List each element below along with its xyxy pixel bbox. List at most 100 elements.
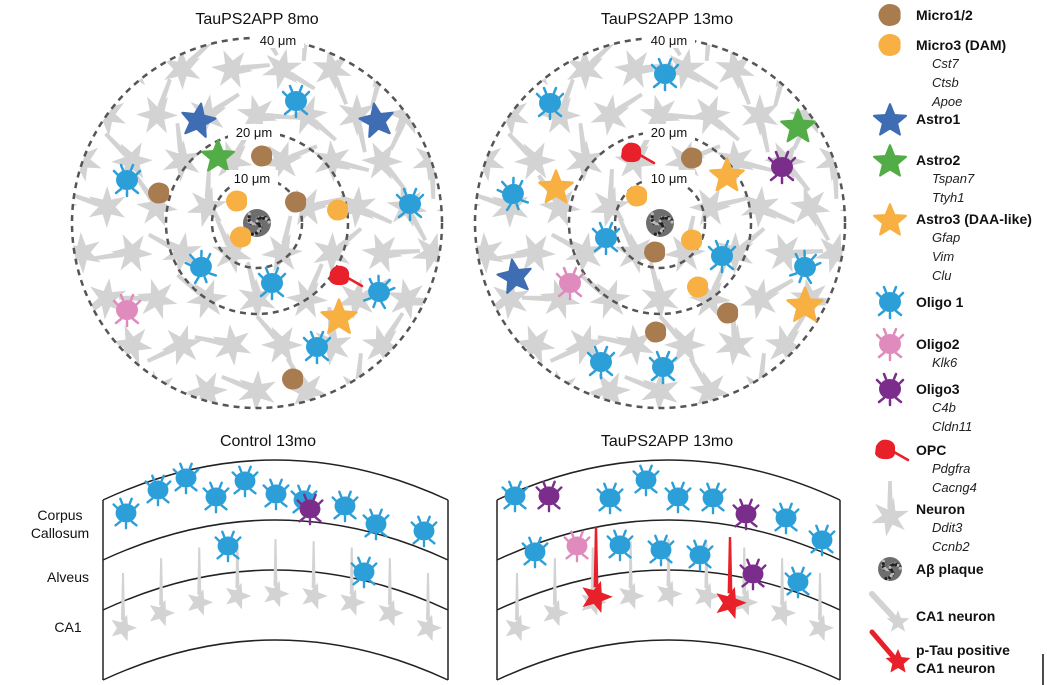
band-outline: [102, 459, 449, 681]
ca1-neuron-icon: [111, 573, 137, 642]
neuron-icon: [361, 50, 403, 107]
legend-name: Aβ plaque: [916, 561, 984, 577]
legend-gene: Cst7: [932, 56, 960, 71]
oligodendrocyte-oligo1: [586, 345, 616, 380]
oligodendrocyte-oligo1: [202, 481, 230, 514]
neuron-icon: [497, 234, 556, 272]
legend-item: Astro1: [872, 103, 961, 136]
neuron-icon: [436, 187, 442, 227]
region-label-alveus: Alveus: [47, 569, 89, 585]
neuron-icon: [422, 94, 442, 136]
neuron-icon: [330, 38, 377, 53]
neuron-icon: [475, 324, 504, 383]
cells: [112, 462, 438, 589]
neuron-icon: [514, 38, 556, 89]
cells: [112, 84, 425, 390]
oligodendrocyte-oligo1: [262, 478, 290, 511]
opc-icon: [329, 265, 364, 288]
legend-name: Micro3 (DAM): [916, 37, 1006, 53]
neuron-icon: [87, 38, 127, 44]
oligodendrocyte-oligo3: [739, 558, 767, 591]
astrocyte-astro3: [709, 157, 745, 192]
neuron-icon: [475, 280, 481, 318]
neuron-icon: [764, 50, 806, 107]
neuron-icon: [665, 48, 719, 91]
neuron-icon: [764, 312, 808, 366]
panel-title-top-right: TauPS2APP 13mo: [601, 11, 733, 28]
legend-name: Oligo3: [916, 381, 960, 397]
neuron-icon: [624, 370, 679, 408]
oligodendrocyte-oligo1: [281, 84, 311, 119]
neuron-icon: [689, 188, 748, 226]
legend-name: Oligo2: [916, 336, 960, 352]
neuron-icon: [72, 95, 78, 135]
astrocyte-astro1: [181, 102, 217, 138]
plaque-icon: [878, 557, 902, 581]
neuron-icon: [261, 215, 303, 273]
neuron-icon: [194, 324, 252, 366]
oligodendrocyte-oligo1: [112, 497, 140, 530]
neuron-icon: [411, 325, 442, 365]
neuron-icon: [790, 361, 838, 408]
oligodendrocyte-icon: [875, 285, 905, 320]
microglia-micro3: [327, 199, 349, 221]
region-label-corpus: Corpus: [37, 507, 82, 523]
neuron-icon: [764, 233, 824, 273]
oligodendrocyte-oligo1: [362, 508, 390, 541]
microglia-icon: [878, 33, 901, 57]
legend-gene: CA1 neuron: [916, 660, 995, 676]
neuron-icon: [94, 234, 153, 272]
legend-item: Oligo 1: [875, 285, 964, 320]
neuron-icon: [437, 38, 442, 44]
oligodendrocyte-oligo1: [788, 249, 822, 285]
ca1-neuron-icon: [543, 558, 569, 627]
oligodendrocyte-oligo1: [350, 556, 378, 589]
oligodendrocyte-oligo2: [563, 530, 591, 563]
oligodendrocyte-oligo1: [699, 482, 727, 515]
oligodendrocyte-oligo1: [302, 330, 332, 365]
neuron-icon: [72, 280, 78, 318]
neuron-icon: [361, 142, 408, 192]
ca1-neuron-icon: [619, 541, 645, 610]
legend-gene: Ddit3: [932, 520, 963, 535]
oligodendrocyte-oligo1: [172, 462, 200, 495]
oligodendrocyte-oligo1: [112, 163, 142, 198]
microglia-micro3: [626, 185, 648, 207]
opc-icon: [875, 439, 910, 462]
neuron-icon: [436, 372, 442, 408]
microglia-micro3: [681, 229, 703, 251]
neuron-icon: [361, 233, 421, 273]
neuron-icon: [238, 261, 276, 320]
astrocyte-astro3: [786, 286, 824, 322]
ring-label-40: 40 μm: [260, 33, 296, 48]
neuron-icon: [211, 49, 270, 89]
neuron-icon: [186, 168, 228, 228]
legend-gene: Ttyh1: [932, 190, 965, 205]
astrocyte-icon: [872, 144, 908, 177]
hippocampus-panel-control: [102, 459, 449, 681]
panel-title-bottom-right: TauPS2APP 13mo: [601, 433, 733, 450]
oligodendrocyte-oligo1: [606, 529, 634, 562]
oligodendrocyte-oligo1: [395, 187, 425, 222]
legend-gene: Pdgfra: [932, 461, 970, 476]
astrocyte-astro2: [200, 139, 236, 172]
neuron-icon: [457, 320, 525, 375]
oligodendrocyte-oligo1: [535, 86, 565, 121]
neuron-icon: [658, 315, 706, 364]
oligodendrocyte-oligo1: [664, 481, 692, 514]
legend-gene: Ccnb2: [932, 539, 970, 554]
ring-label-10: 10 μm: [234, 171, 270, 186]
oligodendrocyte-oligo1: [596, 482, 624, 515]
neuron-icon: [847, 133, 913, 204]
neuron-icon: [615, 217, 655, 274]
legend-name: Astro2: [916, 152, 961, 168]
neuron-icon: [514, 325, 556, 380]
microglia-micro12: [644, 241, 666, 263]
oligodendrocyte-oligo1: [231, 465, 259, 498]
legend-name: Micro1/2: [916, 7, 973, 23]
astrocyte-astro3: [538, 169, 574, 204]
ca1-neuron-icon: [869, 591, 910, 632]
neuron-icon: [740, 186, 796, 228]
legend-gene: Apoe: [931, 94, 962, 109]
